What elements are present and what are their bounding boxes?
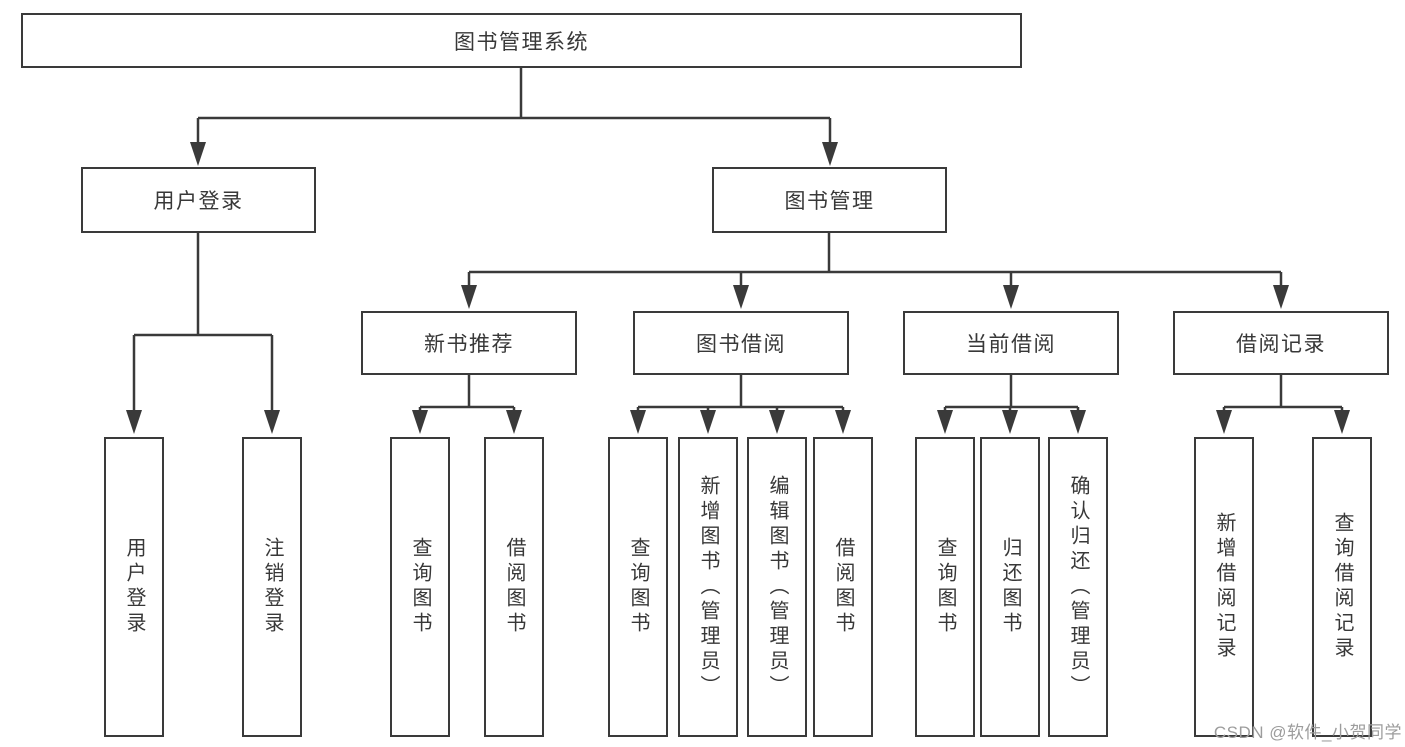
node-new-book-recommend: 新书推荐: [361, 311, 577, 375]
leaf-borrow-books: 借阅图书: [813, 437, 873, 737]
arrowhead: [412, 410, 428, 434]
arrowhead: [822, 142, 838, 166]
leaf-label: 查询借阅记录: [1331, 512, 1353, 662]
node-label: 用户登录: [153, 190, 244, 213]
leaf-add-books-admin: 新增图书（管理员）: [678, 437, 738, 737]
node-library-management-system: 图书管理系统: [21, 13, 1022, 68]
node-label: 借阅记录: [1236, 333, 1326, 356]
arrowhead: [769, 410, 785, 434]
node-book-management: 图书管理: [712, 167, 947, 233]
leaf-label: 借阅图书: [832, 537, 854, 637]
node-book-borrow: 图书借阅: [633, 311, 849, 375]
leaf-label: 查询图书: [627, 537, 649, 637]
leaf-label: 查询图书: [934, 537, 956, 637]
node-borrow-records: 借阅记录: [1173, 311, 1389, 375]
arrowhead: [1003, 285, 1019, 309]
connector-current-borrow-branch: [937, 375, 1086, 434]
node-label: 图书借阅: [696, 333, 786, 356]
arrowhead: [937, 410, 953, 434]
connector-user-login-branch: [126, 233, 280, 434]
connector-book-management-to-level3: [461, 233, 1289, 309]
arrowhead: [264, 410, 280, 434]
node-label: 新书推荐: [424, 333, 514, 356]
connector-new-book-recommend-branch: [412, 375, 522, 434]
leaf-label: 借阅图书: [503, 537, 525, 637]
leaf-query-books-recommend: 查询图书: [390, 437, 450, 737]
node-user-login: 用户登录: [81, 167, 316, 233]
arrowhead: [1002, 410, 1018, 434]
node-label: 图书管理: [784, 190, 875, 213]
arrowhead: [1216, 410, 1232, 434]
arrowhead: [835, 410, 851, 434]
node-label: 当前借阅: [966, 333, 1056, 356]
arrowhead: [461, 285, 477, 309]
leaf-confirm-return-admin: 确认归还（管理员）: [1048, 437, 1108, 737]
leaf-query-books-borrow: 查询图书: [608, 437, 668, 737]
leaf-label: 新增借阅记录: [1213, 512, 1235, 662]
connector-borrow-records-branch: [1216, 375, 1350, 434]
node-label: 图书管理系统: [454, 30, 589, 54]
arrowhead: [1070, 410, 1086, 434]
leaf-label: 查询图书: [409, 537, 431, 637]
connector-root-to-level2: [190, 68, 838, 166]
leaf-borrow-books-recommend: 借阅图书: [484, 437, 544, 737]
leaf-label: 确认归还（管理员）: [1067, 474, 1089, 700]
arrowhead: [1334, 410, 1350, 434]
arrowhead: [190, 142, 206, 166]
arrowhead: [700, 410, 716, 434]
leaf-add-borrow-record: 新增借阅记录: [1194, 437, 1254, 737]
csdn-watermark: CSDN @软件_小贺同学: [1213, 723, 1402, 742]
arrowhead: [1273, 285, 1289, 309]
leaf-return-books: 归还图书: [980, 437, 1040, 737]
leaf-query-borrow-record: 查询借阅记录: [1312, 437, 1372, 737]
arrowhead: [506, 410, 522, 434]
leaf-label: 用户登录: [123, 537, 145, 637]
arrowhead: [126, 410, 142, 434]
leaf-user-login: 用户登录: [104, 437, 164, 737]
arrowhead: [630, 410, 646, 434]
node-current-borrow: 当前借阅: [903, 311, 1119, 375]
leaf-edit-books-admin: 编辑图书（管理员）: [747, 437, 807, 737]
leaf-logout-login: 注销登录: [242, 437, 302, 737]
connector-book-borrow-branch: [630, 375, 851, 434]
leaf-label: 注销登录: [261, 537, 283, 637]
leaf-query-books-current: 查询图书: [915, 437, 975, 737]
leaf-label: 归还图书: [999, 537, 1021, 637]
leaf-label: 编辑图书（管理员）: [766, 474, 788, 700]
arrowhead: [733, 285, 749, 309]
leaf-label: 新增图书（管理员）: [697, 474, 719, 700]
